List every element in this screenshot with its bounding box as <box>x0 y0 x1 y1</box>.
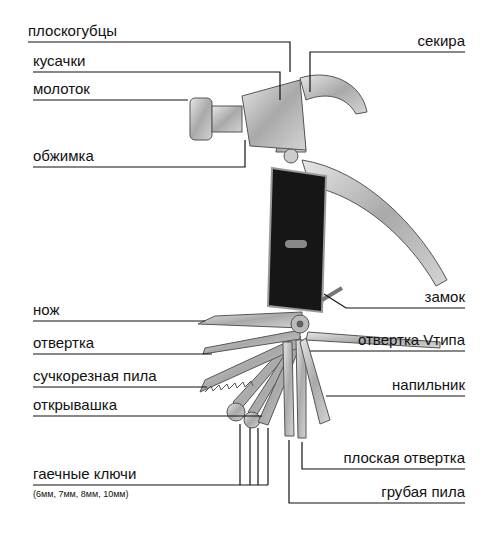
part-label: секира <box>418 32 465 50</box>
part-label: гаечные ключи <box>33 465 136 483</box>
part-label: сучкорезная пила <box>33 367 157 385</box>
part-label: плоскогубцы <box>28 22 117 40</box>
part-label: замок <box>425 288 465 306</box>
part-label: отвертка Vтипа <box>358 331 465 349</box>
part-label: обжимка <box>33 147 94 165</box>
part-label: отвертка <box>33 334 94 352</box>
part-label: плоская отвертка <box>343 449 465 467</box>
part-label: напильник <box>392 376 465 394</box>
part-label: кусачки <box>33 52 85 70</box>
part-label: открывашка <box>33 396 117 414</box>
part-label: грубая пила <box>381 483 465 501</box>
part-label: молоток <box>33 80 90 98</box>
size-note: (6мм, 7мм, 8мм, 10мм) <box>33 489 129 500</box>
part-label: нож <box>33 301 60 319</box>
